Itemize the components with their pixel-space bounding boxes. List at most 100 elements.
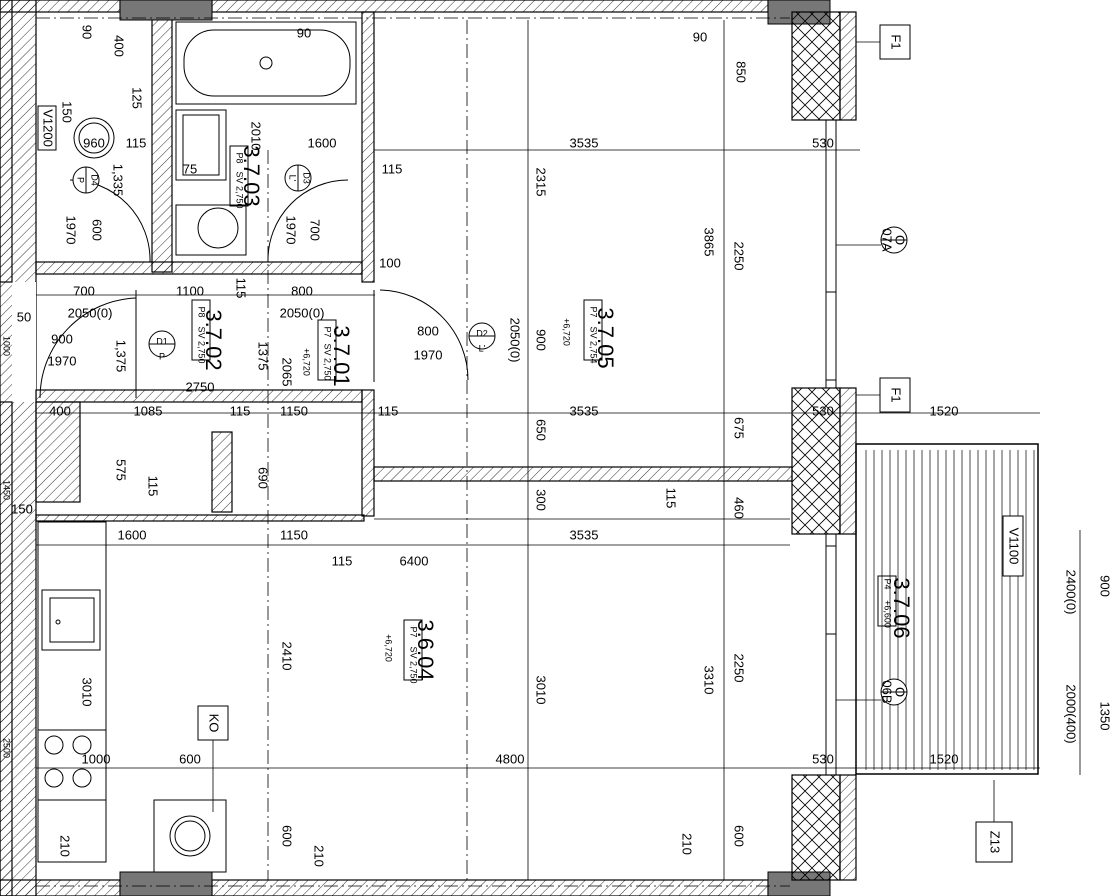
- dimension: 675: [732, 417, 747, 439]
- floor-tag: SV 2,754: [589, 326, 599, 363]
- dimension: 2010: [249, 122, 264, 151]
- dimension: 1000: [2, 336, 12, 356]
- dimension: 1520: [930, 403, 959, 418]
- kitchen-counter: [37, 521, 107, 863]
- door-tag: D4: [90, 174, 100, 186]
- dimension: 2750: [186, 379, 215, 394]
- level-tag: +6,600: [883, 600, 893, 628]
- dimension: 1970: [64, 216, 79, 245]
- room-number: 3.7.02: [201, 309, 226, 370]
- dimension: 1375: [256, 342, 271, 371]
- dimension: 1970: [414, 347, 443, 362]
- dimension: 400: [49, 403, 71, 418]
- dimension: 90: [693, 29, 707, 44]
- washbasin: [73, 117, 115, 159]
- dimension: 2050(0): [508, 318, 523, 363]
- dimension: 700: [308, 219, 323, 241]
- tag-label: KO: [207, 714, 222, 733]
- dimension: 2065: [280, 358, 295, 387]
- floor-tag: P7: [409, 626, 419, 637]
- tag-boxes: [37, 24, 1024, 863]
- dimension: 50: [17, 309, 31, 324]
- dimension: 1520: [930, 751, 959, 766]
- dimension: 600: [732, 825, 747, 847]
- dimension: 2400(0): [1064, 570, 1079, 615]
- dimension: 600: [90, 219, 105, 241]
- dimension: 3865: [702, 228, 717, 257]
- dimension: 115: [126, 135, 147, 150]
- door-tag-circles: [72, 164, 908, 706]
- dimension: 1150: [280, 403, 308, 418]
- dimension: 90: [297, 25, 311, 40]
- dimension: 115: [332, 553, 353, 568]
- concrete-columns: [119, 0, 831, 896]
- floor-tag: SV 2,750: [323, 343, 333, 380]
- dimension: 210: [58, 835, 73, 857]
- floor-tag: P7: [323, 326, 333, 337]
- door-swings: [39, 179, 469, 399]
- dimension: 800: [417, 323, 439, 338]
- dimension: 1,335: [111, 164, 126, 197]
- dimension: 460: [732, 497, 747, 519]
- dimension: 115: [382, 161, 403, 176]
- window-frames: [825, 120, 837, 775]
- level-tag: +6,720: [384, 634, 394, 662]
- toilet: [175, 204, 247, 256]
- dimension: 530: [812, 751, 834, 766]
- dimension: 2050(0): [280, 305, 325, 320]
- floor-tag: P4: [883, 578, 893, 589]
- dimension: 1970: [284, 216, 299, 245]
- floor-tag: SV 2,750: [409, 646, 419, 683]
- dimension: 400: [112, 35, 127, 57]
- floor-tag: P8: [197, 306, 207, 317]
- dimension: 210: [312, 845, 327, 867]
- dimension: 115: [230, 403, 251, 418]
- dimension-lines: [36, 20, 1081, 880]
- grid-lines: [36, 17, 790, 887]
- dimension: 650: [534, 419, 549, 441]
- dimension: 3010: [534, 676, 549, 705]
- door-tag: D3: [302, 172, 312, 184]
- dimension: 600: [179, 751, 201, 766]
- door-tag: L': [288, 175, 298, 182]
- dimension: 1100: [176, 283, 204, 298]
- floor-tag: P7: [589, 306, 599, 317]
- dimension: 125: [130, 87, 145, 109]
- level-tag: +6,720: [302, 348, 312, 376]
- dimension: 150: [60, 101, 75, 123]
- tag-label: F1: [889, 387, 904, 402]
- window-tag: O: [893, 687, 908, 697]
- dimension: 700: [73, 283, 95, 298]
- dimension: 150: [11, 501, 33, 516]
- bathtub: [175, 21, 357, 105]
- door-tag: P: [159, 351, 165, 361]
- dimension: 115: [664, 488, 679, 509]
- dimension: 1970: [48, 353, 77, 368]
- dimension: 3010: [80, 678, 95, 707]
- dimension: 530: [812, 403, 834, 418]
- walls: [0, 0, 793, 896]
- door-tag: L': [479, 343, 486, 353]
- dimension: 1085: [134, 403, 163, 418]
- tag-label: F1: [889, 34, 904, 49]
- dimension: 3535: [570, 135, 599, 150]
- tag-label: V1100: [1007, 528, 1022, 565]
- door-tag: P: [76, 177, 86, 183]
- floor-tag-frames: [191, 145, 897, 681]
- dimension: 530: [812, 135, 834, 150]
- room-number: 3.7.01: [329, 325, 354, 386]
- dimension: 1150: [280, 527, 308, 542]
- dimension: 3310: [702, 666, 717, 695]
- dimension: 6400: [400, 553, 429, 568]
- dimension: 600: [280, 825, 295, 847]
- dimension: 1600: [118, 527, 147, 542]
- dimension: 300: [534, 489, 549, 511]
- dimension: 1600: [308, 135, 337, 150]
- dimension: 1350: [1098, 702, 1113, 731]
- dimension: 3535: [570, 527, 599, 542]
- window-tag: 07A: [880, 228, 895, 251]
- dimension: 115: [234, 278, 249, 299]
- dimension: 2000(400): [1064, 684, 1079, 743]
